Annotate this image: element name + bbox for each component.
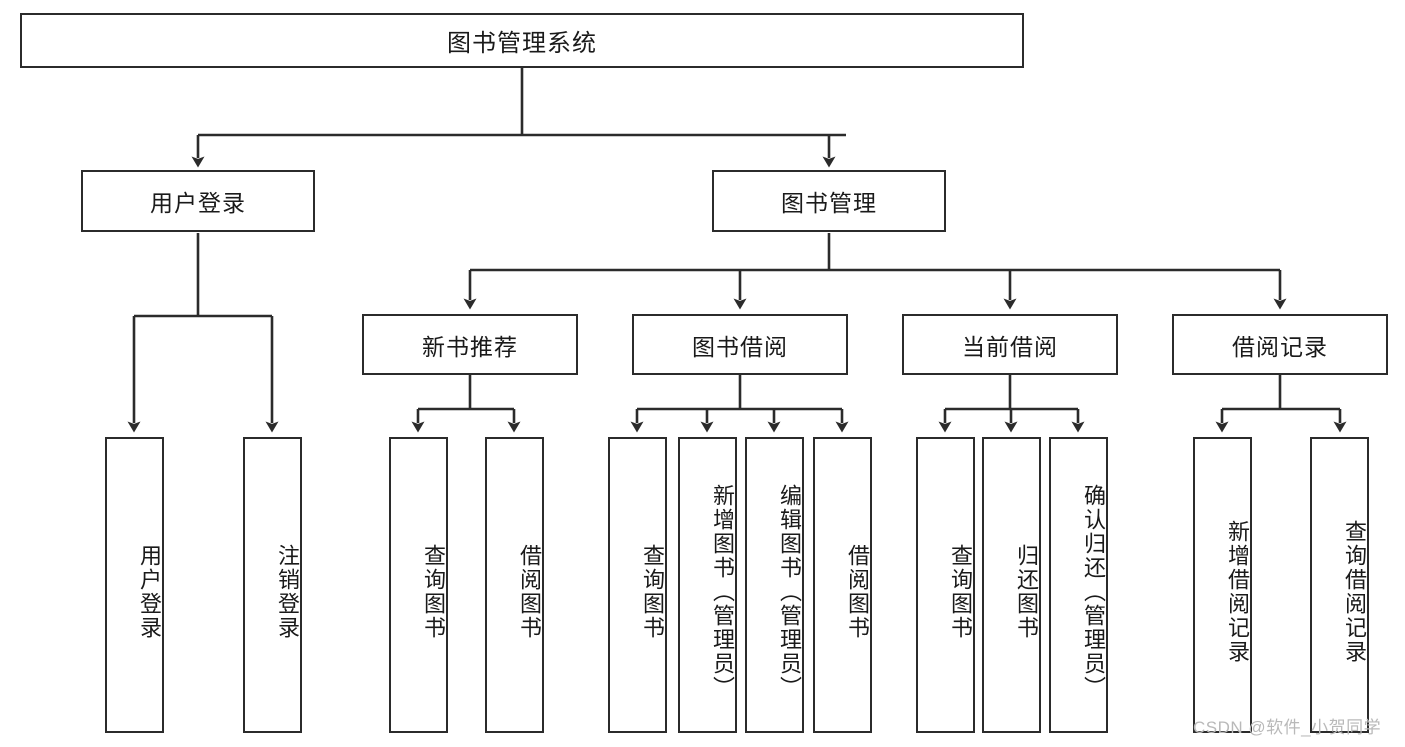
node-root[interactable]: 图书管理系统: [20, 13, 1024, 68]
leaf-add-borrow-record[interactable]: 新增借阅记录: [1193, 437, 1252, 733]
leaf-user-logout[interactable]: 注销登录: [243, 437, 302, 733]
leaf-query-borrow-record[interactable]: 查询借阅记录: [1310, 437, 1369, 733]
leaf-add-book-admin[interactable]: 新增图书（管理员）: [678, 437, 737, 733]
node-book-management[interactable]: 图书管理: [712, 170, 946, 232]
leaf-user-login[interactable]: 用户登录: [105, 437, 164, 733]
node-current-borrow[interactable]: 当前借阅: [902, 314, 1118, 375]
leaf-query-book-current[interactable]: 查询图书: [916, 437, 975, 733]
leaf-confirm-return-admin[interactable]: 确认归还（管理员）: [1049, 437, 1108, 733]
leaf-borrow-book-recommend[interactable]: 借阅图书: [485, 437, 544, 733]
leaf-edit-book-admin[interactable]: 编辑图书（管理员）: [745, 437, 804, 733]
node-user-login[interactable]: 用户登录: [81, 170, 315, 232]
node-book-borrow[interactable]: 图书借阅: [632, 314, 848, 375]
node-new-book-recommend[interactable]: 新书推荐: [362, 314, 578, 375]
node-borrow-record[interactable]: 借阅记录: [1172, 314, 1388, 375]
leaf-borrow-book[interactable]: 借阅图书: [813, 437, 872, 733]
leaf-query-book-recommend[interactable]: 查询图书: [389, 437, 448, 733]
leaf-query-book-borrow[interactable]: 查询图书: [608, 437, 667, 733]
leaf-return-book[interactable]: 归还图书: [982, 437, 1041, 733]
watermark: CSDN @软件_小贺同学: [1193, 718, 1382, 737]
